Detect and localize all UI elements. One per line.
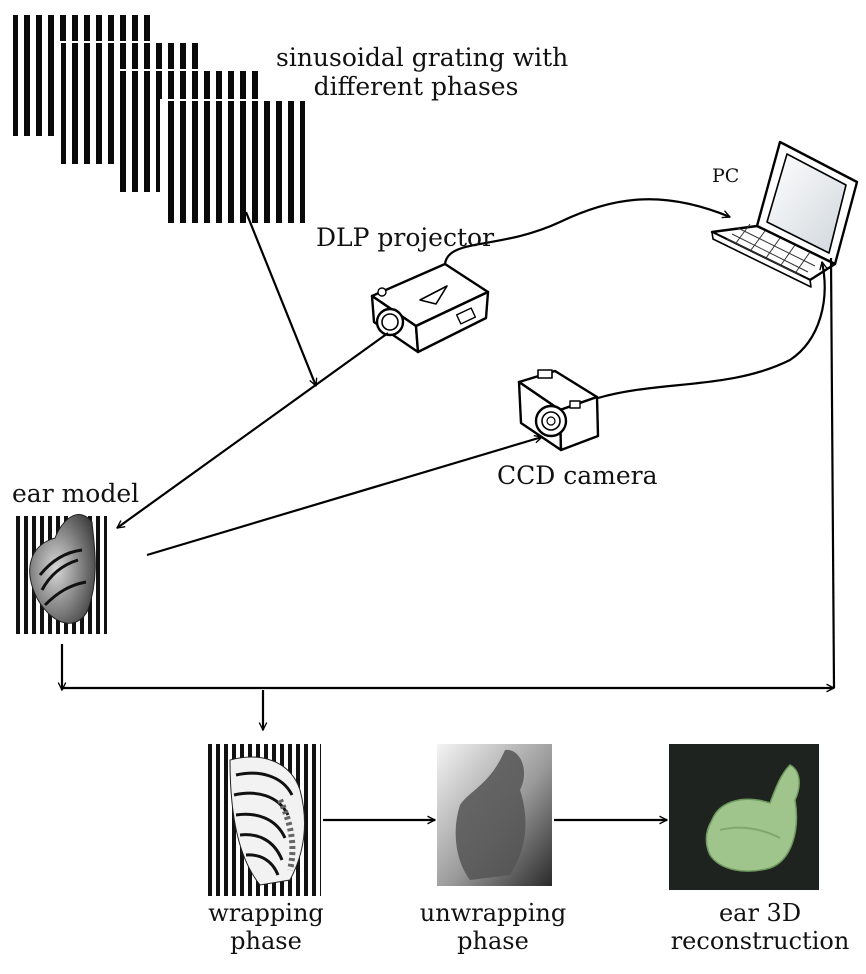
- grating-label-line-1: sinusoidal grating with: [276, 43, 569, 72]
- grating-label: sinusoidal grating with different phases: [276, 43, 569, 102]
- grating-to-projection-arrow: [244, 211, 316, 386]
- unwrapping-phase-image: [437, 744, 552, 886]
- reconstruction-label: ear 3D reconstruction: [660, 899, 860, 955]
- connection-lines: [62, 198, 836, 820]
- grating-pattern-4: [160, 99, 307, 225]
- grating-label-line-2: different phases: [313, 71, 519, 101]
- projector-label: DLP projector: [316, 223, 495, 252]
- reconstruction-image: [669, 744, 819, 890]
- reconstruction-label-line-2: reconstruction: [670, 926, 850, 955]
- ear-to-camera-arrow: [146, 437, 542, 557]
- pc-label: PC: [712, 165, 740, 187]
- unwrapping-label-line-2: phase: [457, 926, 529, 955]
- camera-pc-cable: [597, 262, 825, 400]
- projector-pc-cable: [443, 198, 730, 265]
- laptop-icon: [710, 140, 859, 288]
- camera-icon: [517, 369, 600, 452]
- wrapping-label-line-2: phase: [230, 926, 302, 955]
- pc-down-line: [829, 257, 836, 689]
- grating-stack: [11, 13, 307, 225]
- camera-label: CCD camera: [497, 461, 658, 490]
- wrapping-label-line-1: wrapping: [208, 899, 324, 927]
- reconstruction-label-line-1: ear 3D: [718, 899, 802, 927]
- unwrapping-phase-label: unwrapping phase: [398, 899, 588, 955]
- unwrapping-label-line-1: unwrapping: [419, 899, 567, 927]
- wrapping-phase-image: [206, 744, 321, 896]
- projector-to-ear-arrow: [117, 332, 389, 529]
- wrapping-phase-label: wrapping phase: [186, 899, 346, 955]
- ear-model-image: [12, 514, 107, 634]
- ear-model-label: ear model: [12, 479, 140, 508]
- projector-icon: [370, 262, 490, 354]
